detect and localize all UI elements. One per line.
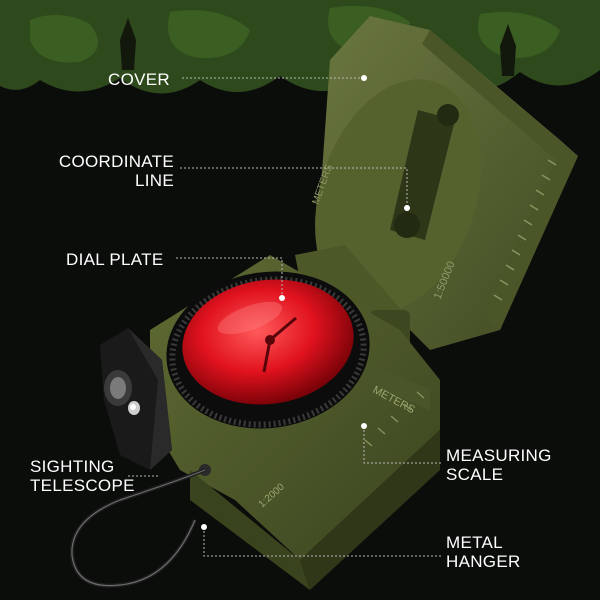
anchor-dot-measuring-scale: [361, 423, 367, 429]
sighting-telescope-part: [100, 328, 172, 470]
label-dial-plate: DIAL PLATE: [66, 250, 164, 269]
leader-metal-hanger: [203, 527, 442, 557]
leader-lines: [128, 75, 442, 557]
label-metal-hanger: METAL HANGER: [446, 533, 521, 571]
leader-measuring-scale: [363, 426, 442, 464]
anchor-dot-dial-plate: [279, 295, 285, 301]
label-sighting-telescope: SIGHTING TELESCOPE: [30, 457, 135, 495]
label-measuring-scale: MEASURING SCALE: [446, 446, 552, 484]
leader-coordinate-line: [180, 167, 408, 208]
leader-dial-plate: [176, 257, 283, 298]
anchor-dot-sighting-telescope: [130, 404, 136, 410]
dial-plate-part: [166, 271, 370, 429]
anchor-dot-coordinate-line: [404, 205, 410, 211]
label-cover: COVER: [108, 70, 170, 89]
anchor-dot-metal-hanger: [201, 524, 207, 530]
anchor-dot-cover: [361, 75, 367, 81]
metal-hanger-part: [69, 464, 211, 588]
label-coordinate-line: COORDINATE LINE: [58, 152, 174, 190]
cover-part: 1:50000 METERS: [310, 16, 578, 350]
camouflage-band: [0, 0, 600, 108]
